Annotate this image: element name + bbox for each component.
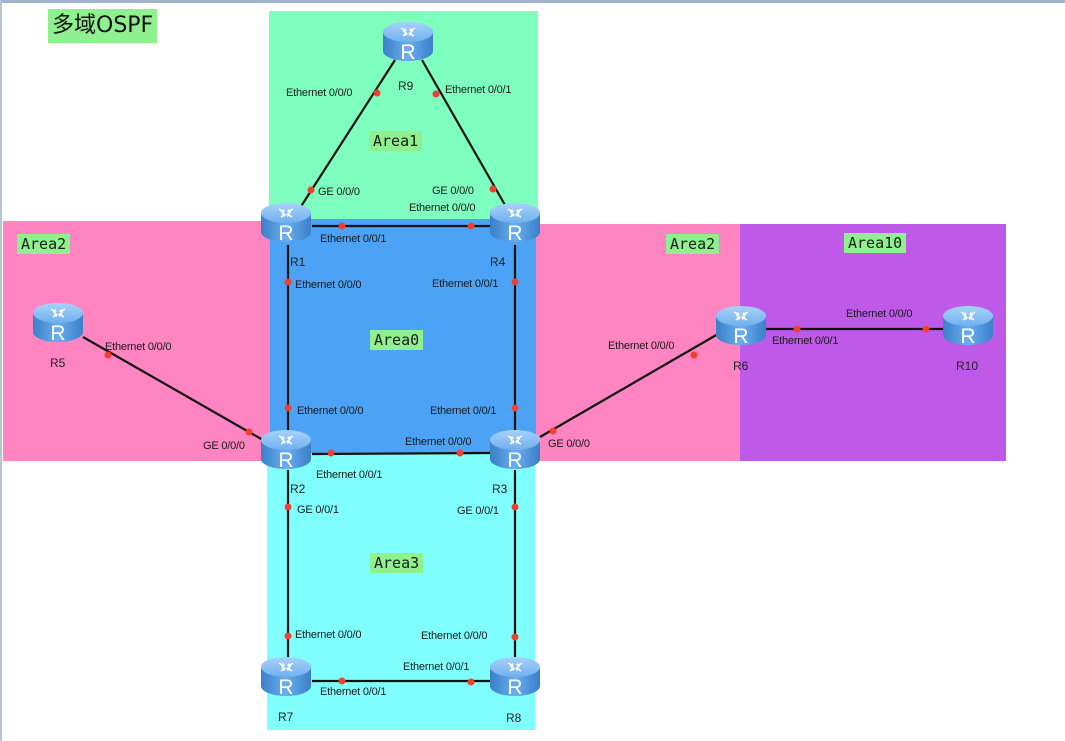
router-r5-name: R5 [50, 356, 66, 370]
router-r8[interactable] [488, 654, 542, 698]
port-label-r1-e000: Ethernet 0/0/0 [295, 279, 362, 291]
router-r9[interactable] [381, 19, 435, 63]
port-dot [489, 185, 497, 193]
router-icon [259, 200, 313, 244]
port-dot [456, 449, 464, 457]
port-label-r4-e001: Ethernet 0/0/1 [432, 278, 499, 290]
port-label-r1-e001: Ethernet 0/0/1 [320, 233, 387, 245]
router-icon [381, 19, 435, 63]
port-dot [922, 325, 930, 333]
router-r3-name: R3 [492, 482, 508, 496]
area3-label: Area3 [370, 553, 424, 573]
router-r6[interactable] [714, 303, 768, 347]
port-dot [284, 404, 292, 412]
router-icon [259, 427, 313, 471]
area2-right-region [535, 224, 741, 461]
area1-label: Area1 [369, 131, 423, 151]
link-r5-r2 [82, 336, 264, 441]
port-label-r7-e001: Ethernet 0/0/1 [320, 686, 387, 698]
port-dot [338, 677, 346, 685]
router-r7[interactable] [259, 654, 313, 698]
port-dot [432, 90, 440, 98]
router-icon [488, 427, 542, 471]
window-top-border [0, 0, 1065, 3]
router-r10[interactable] [941, 303, 995, 347]
port-dot [307, 186, 315, 194]
router-r9-name: R9 [398, 79, 414, 93]
link-r3-r6 [539, 333, 719, 438]
router-r4-name: R4 [490, 255, 506, 269]
diagram-title: 多域OSPF [48, 9, 158, 43]
port-dot [104, 351, 112, 359]
port-label-r6-e001: Ethernet 0/0/1 [772, 335, 839, 347]
port-dot [511, 503, 519, 511]
router-r6-name: R6 [733, 359, 749, 373]
port-label-r8-e000: Ethernet 0/0/0 [421, 630, 488, 642]
port-label-r8-e001: Ethernet 0/0/1 [403, 661, 470, 673]
port-dot [245, 428, 253, 436]
port-dot [511, 633, 519, 641]
port-label-r2-ge000: GE 0/0/0 [203, 440, 245, 452]
port-label-r9-e000: Ethernet 0/0/0 [286, 87, 353, 99]
port-dot [467, 222, 475, 230]
port-dot [284, 503, 292, 511]
router-r3[interactable] [488, 427, 542, 471]
port-label-r3-e000: Ethernet 0/0/0 [405, 436, 472, 448]
port-label-r4-ge000: GE 0/0/0 [432, 185, 474, 197]
port-dot [327, 449, 335, 457]
router-icon [31, 300, 85, 344]
link-r9-r4 [421, 59, 506, 206]
router-r4[interactable] [488, 200, 542, 244]
router-r8-name: R8 [506, 711, 522, 725]
window-left-border [0, 0, 2, 741]
port-label-r4-e000: Ethernet 0/0/0 [409, 202, 476, 214]
router-r7-name: R7 [278, 710, 294, 724]
port-dot [373, 89, 381, 97]
link-r9-r1 [299, 59, 396, 209]
area2-right-label: Area2 [666, 234, 720, 254]
area10-label: Area10 [844, 233, 907, 253]
port-label-r3-ge000: GE 0/0/0 [548, 438, 590, 450]
port-label-r9-e001: Ethernet 0/0/1 [445, 84, 512, 96]
port-label-r3-e001: Ethernet 0/0/1 [430, 405, 497, 417]
port-label-r1-ge000: GE 0/0/0 [318, 186, 360, 198]
port-label-r6-e000: Ethernet 0/0/0 [608, 340, 675, 352]
router-r1-name: R1 [290, 255, 306, 269]
router-r10-name: R10 [956, 359, 979, 373]
router-icon [488, 654, 542, 698]
port-label-r2-e000: Ethernet 0/0/0 [297, 405, 364, 417]
port-dot [284, 278, 292, 286]
port-dot [690, 351, 698, 359]
port-label-r7-e000: Ethernet 0/0/0 [295, 629, 362, 641]
port-dot [549, 427, 557, 435]
port-label-r10-e000: Ethernet 0/0/0 [846, 308, 913, 320]
port-dot [793, 325, 801, 333]
router-r2-name: R2 [290, 482, 306, 496]
port-label-r5-e000: Ethernet 0/0/0 [105, 341, 172, 353]
port-dot [338, 222, 346, 230]
router-r1[interactable] [259, 200, 313, 244]
router-icon [488, 200, 542, 244]
port-dot [467, 678, 475, 686]
router-icon [259, 654, 313, 698]
port-dot [511, 278, 519, 286]
port-dot [284, 632, 292, 640]
port-label-r2-e001: Ethernet 0/0/1 [316, 469, 383, 481]
port-dot [511, 404, 519, 412]
port-label-r2-ge001: GE 0/0/1 [297, 504, 339, 516]
area2-left-label: Area2 [17, 234, 71, 254]
router-r5[interactable] [31, 300, 85, 344]
router-icon [941, 303, 995, 347]
port-label-r3-ge001: GE 0/0/1 [457, 505, 499, 517]
router-r2[interactable] [259, 427, 313, 471]
area0-label: Area0 [370, 330, 424, 350]
router-icon [714, 303, 768, 347]
